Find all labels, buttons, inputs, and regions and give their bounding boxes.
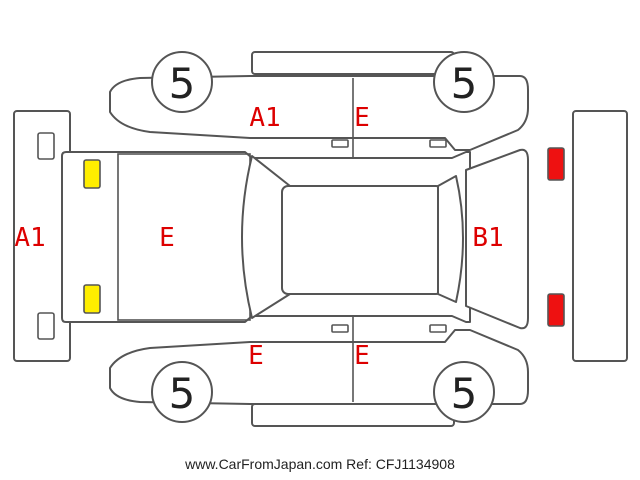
taillight-top (547, 147, 565, 181)
damage-label-rear-hatch: B1 (472, 223, 503, 253)
left-side-body-panel (109, 75, 529, 151)
tyre-front-left-score: 5 (169, 59, 196, 108)
damage-label-front-bumper: A1 (14, 223, 45, 253)
door-handle-front-right (331, 324, 349, 333)
damage-label-hood: E (159, 223, 175, 253)
headlight-top (83, 159, 101, 189)
right-roof-rail (251, 403, 455, 427)
front-bumper-slot-bottom (37, 312, 55, 340)
taillight-bottom (547, 293, 565, 327)
rear-hatch-panel (465, 148, 529, 330)
tyre-rear-left: 5 (433, 51, 495, 113)
source-reference: www.CarFromJapan.com Ref: CFJ1134908 (185, 456, 455, 472)
headlight-bottom (83, 284, 101, 314)
tyre-front-right-score: 5 (169, 369, 196, 418)
tyre-rear-right: 5 (433, 361, 495, 423)
door-handle-rear-right (429, 324, 447, 333)
tyre-front-right: 5 (151, 361, 213, 423)
damage-label-front-right-door: E (248, 341, 264, 371)
damage-label-rear-left-door: E (354, 103, 370, 133)
damage-label-front-left-door: A1 (249, 103, 280, 133)
front-bumper-slot-top (37, 132, 55, 160)
tyre-rear-left-score: 5 (451, 59, 478, 108)
rear-window (437, 175, 464, 303)
roof-panel (281, 185, 443, 295)
rear-bumper (572, 110, 628, 362)
left-roof-rail (251, 51, 455, 75)
door-handle-front-left (331, 139, 349, 148)
tyre-rear-right-score: 5 (451, 369, 478, 418)
door-handle-rear-left (429, 139, 447, 148)
right-side-body-panel (109, 329, 529, 405)
damage-label-rear-right-door: E (354, 341, 370, 371)
tyre-front-left: 5 (151, 51, 213, 113)
